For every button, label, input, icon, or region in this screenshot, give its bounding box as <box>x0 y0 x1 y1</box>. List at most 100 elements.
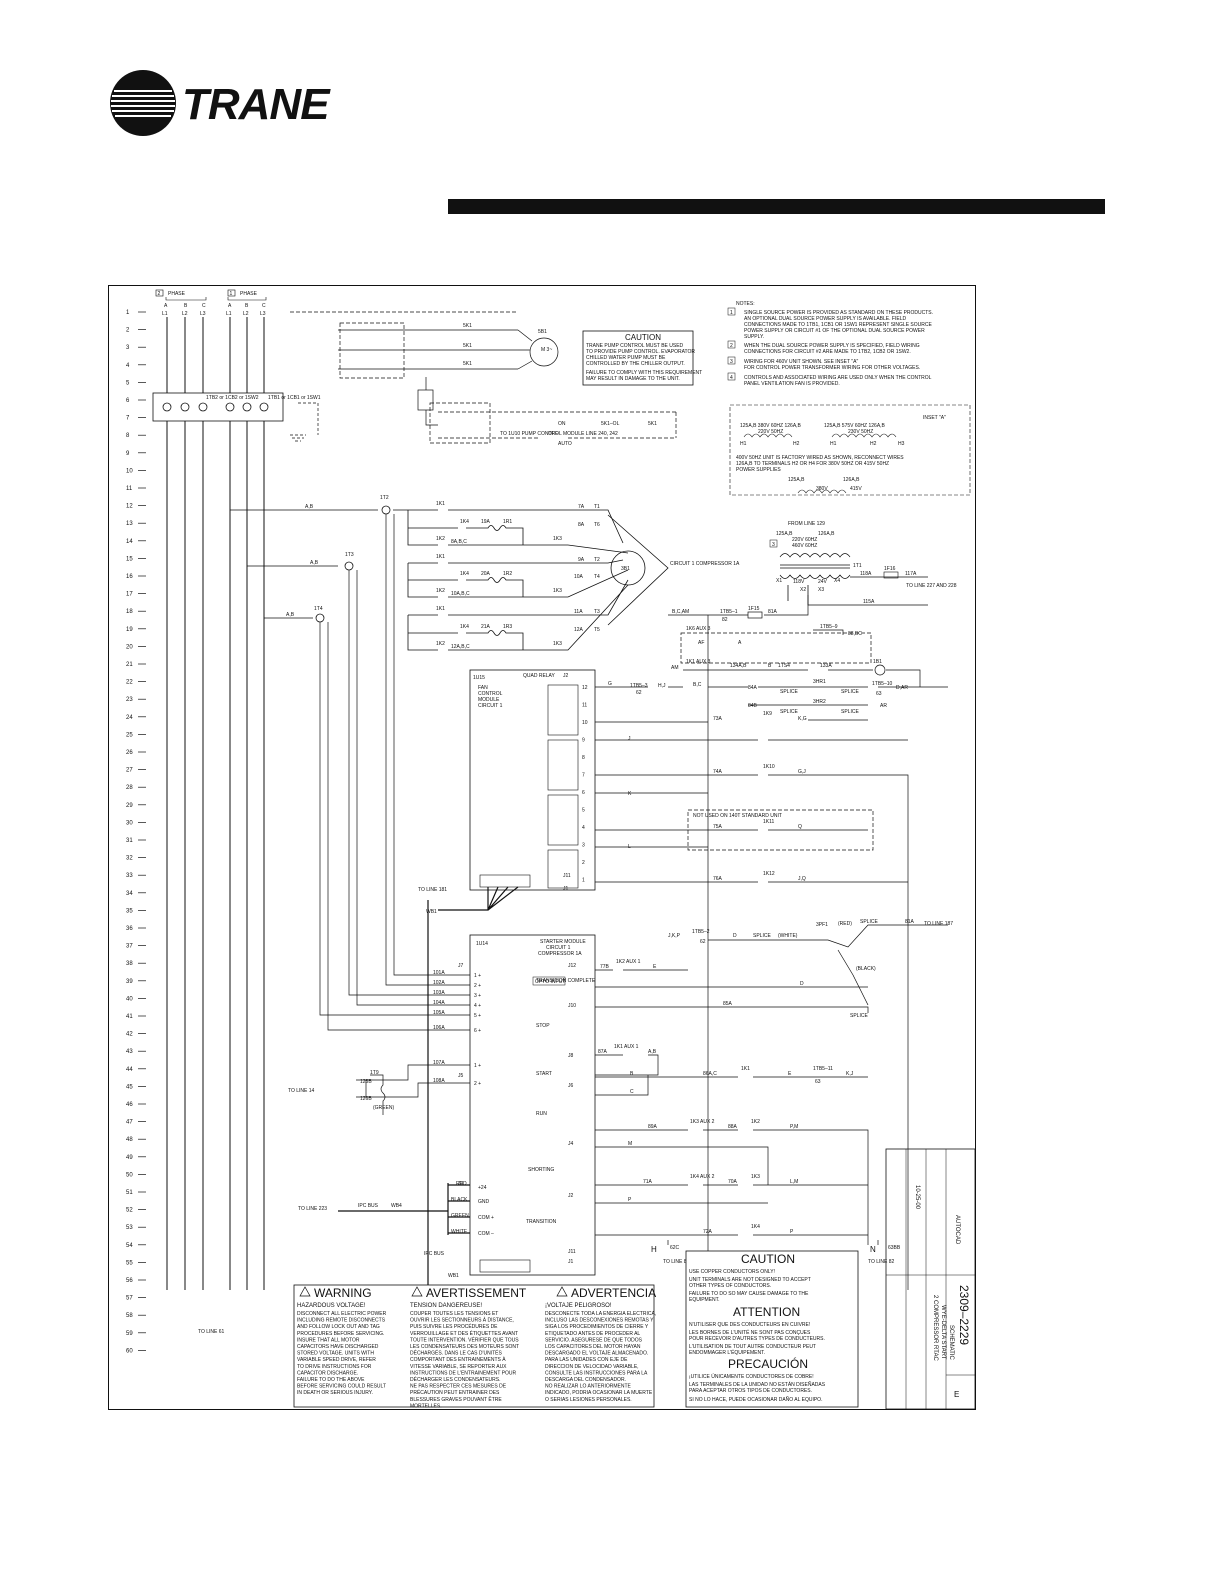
svg-text:G,J: G,J <box>798 769 806 775</box>
svg-text:COM –: COM – <box>478 1231 494 1237</box>
svg-text:82: 82 <box>722 617 728 623</box>
svg-text:C: C <box>202 303 206 309</box>
row-number: 16 <box>126 574 133 580</box>
row-number: 39 <box>126 979 133 985</box>
warning-fr-line: COMPORTANT DES ENTRAINEMENTS À <box>410 1356 506 1363</box>
svg-text:1: 1 <box>230 291 233 297</box>
svg-text:POWER SUPPLY OR CIRCUIT #1 OF: POWER SUPPLY OR CIRCUIT #1 OF THE OPTION… <box>744 328 925 334</box>
svg-text:84A: 84A <box>748 685 758 691</box>
row-number: 38 <box>126 961 133 967</box>
svg-text:GREEN: GREEN <box>451 1213 469 1219</box>
warning-es-line: NO REALIZAR LO ANTERIORMENTE <box>545 1384 632 1390</box>
svg-text:USE COPPER CONDUCTORS ONLY!: USE COPPER CONDUCTORS ONLY! <box>689 1269 775 1275</box>
warning-es-line: O SERIAS LESIONES PERSONALES. <box>545 1397 632 1403</box>
svg-text:GND: GND <box>478 1199 490 1205</box>
svg-text:B: B <box>768 663 772 669</box>
svg-text:380V: 380V <box>816 486 828 492</box>
pump-control <box>290 311 677 444</box>
warning-en-line: BEFORE SERVICING COULD RESULT <box>297 1384 386 1390</box>
svg-text:SPLICE: SPLICE <box>841 689 859 695</box>
svg-text:ENDOMMAGER L'ÉQUIPEMENT.: ENDOMMAGER L'ÉQUIPEMENT. <box>689 1349 765 1356</box>
svg-text:1K2: 1K2 <box>436 536 445 542</box>
starter-input-wire: 101A <box>433 970 445 976</box>
svg-text:133A: 133A <box>820 663 832 669</box>
warning-fr-line: INSTRUCTIONS DE L'ENTRAINEMENT POUR <box>410 1370 517 1376</box>
row-number: 27 <box>126 768 133 774</box>
svg-text:1T1: 1T1 <box>853 563 862 569</box>
svg-text:J4: J4 <box>568 1141 574 1147</box>
warning-fr-line: VERROUILLAGE ET DES ÉTIQUETTES AVANT <box>410 1330 518 1337</box>
row-number: 5 <box>126 380 130 386</box>
starter-input-pin: 1 + <box>474 973 481 979</box>
svg-text:PHASE: PHASE <box>168 291 186 297</box>
warning-es-line: CONSULTE LAS INSTRUCCIONES PARA LA <box>545 1370 648 1376</box>
svg-text:M: M <box>628 1141 632 1147</box>
svg-text:126A,B TO TERMINALS H2 OR H4 F: 126A,B TO TERMINALS H2 OR H4 FOR 380V 50… <box>736 461 889 467</box>
svg-text:SI NO LO HACE, PUEDE OCASIONAR: SI NO LO HACE, PUEDE OCASIONAR DAÑO AL E… <box>689 1396 822 1403</box>
svg-text:3B1: 3B1 <box>621 566 630 572</box>
svg-text:CAUTION: CAUTION <box>741 1252 795 1266</box>
svg-text:J2: J2 <box>568 1193 574 1199</box>
svg-text:21A: 21A <box>481 624 491 630</box>
svg-text:TO 1U10 PUMP CONTROL MODULE LI: TO 1U10 PUMP CONTROL MODULE LINE 240, 24… <box>500 431 618 437</box>
starter-input-wire: 105A <box>433 1010 445 1016</box>
quad-relay-pin: 7 <box>582 773 585 779</box>
quad-relay-pin: 11 <box>582 703 587 709</box>
svg-text:1K11: 1K11 <box>763 819 775 825</box>
warning-es-line: DESCARGADO EL VOLTAJE ALMACENADO. <box>545 1351 648 1357</box>
svg-text:A: A <box>738 640 742 646</box>
svg-text:J7: J7 <box>458 963 464 969</box>
svg-text:1K4: 1K4 <box>460 519 469 525</box>
starter-input-wire: 108A <box>433 1078 445 1084</box>
quad-relay-pin: 4 <box>582 825 585 831</box>
svg-text:230V 50HZ: 230V 50HZ <box>848 429 873 435</box>
warning-fr-line: LES CONDENSATEURS DES MOTEURS SONT <box>410 1344 519 1350</box>
svg-text:(WHITE): (WHITE) <box>778 933 798 939</box>
svg-text:FOR CONTROL POWER TRANSFORMER: FOR CONTROL POWER TRANSFORMER WIRING FOR… <box>744 365 920 371</box>
row-number: 18 <box>126 609 133 615</box>
svg-text:88,BC: 88,BC <box>848 631 862 637</box>
svg-text:AM: AM <box>671 665 679 671</box>
svg-text:MODULE: MODULE <box>478 697 500 703</box>
power-entry: 2 PHASE 1 PHASE A B C A B C L1 L2 L3 L1 … <box>152 289 321 1335</box>
svg-text:B,C: B,C <box>693 682 702 688</box>
svg-text:1K9: 1K9 <box>763 711 772 717</box>
quad-relay-pin: 6 <box>582 790 585 796</box>
pump-labels: 5K1 5K1 5K1 5B1 M 3~ TO 1U10 PUMP CONTRO… <box>463 323 657 447</box>
svg-text:75A: 75A <box>713 824 723 830</box>
svg-text:X2: X2 <box>800 587 806 593</box>
svg-text:CONTROL: CONTROL <box>478 691 503 697</box>
row-number: 15 <box>126 556 133 562</box>
svg-text:TO PROVIDE PUMP CONTROL. EVAPO: TO PROVIDE PUMP CONTROL. EVAPORATOR <box>586 349 695 355</box>
svg-text:STARTER MODULE: STARTER MODULE <box>540 939 586 945</box>
warning-en-line: STORED VOLTAGE. UNITS WITH <box>297 1351 374 1357</box>
wiring-schematic: 1234567891011121314151617181920212223242… <box>108 285 976 1410</box>
svg-text:81A: 81A <box>768 609 778 615</box>
svg-text:M 3~: M 3~ <box>541 347 552 353</box>
warning-fr-line: DÉCHARGER LES CONDENSATEURS. <box>410 1376 500 1383</box>
fan-labels: B,C,AM 1TB5–1 82 1F15 81A 1TB5–9 88,BC 1… <box>671 606 908 715</box>
svg-text:2309–2229: 2309–2229 <box>957 1285 971 1345</box>
svg-text:115A: 115A <box>863 599 875 605</box>
svg-text:POWER SUPPLIES: POWER SUPPLIES <box>736 467 781 473</box>
svg-text:LAS TERMINALES DE LA UNIDAD NO: LAS TERMINALES DE LA UNIDAD NO ESTÁN DIS… <box>689 1381 826 1388</box>
svg-text:CIRCUIT 1: CIRCUIT 1 <box>546 945 571 951</box>
title-block: 2309–2229 SCHEMATIC 2 COMPRESSOR RTAC WY… <box>885 1148 976 1410</box>
svg-text:1TB2 or 1CB2 or 1SW2: 1TB2 or 1CB2 or 1SW2 <box>206 395 259 401</box>
svg-text:1T3: 1T3 <box>345 552 354 558</box>
starter-input-pin: 2 + <box>474 1081 481 1087</box>
row-number: 41 <box>126 1014 133 1020</box>
svg-text:A: A <box>164 303 168 309</box>
row-number: 49 <box>126 1155 133 1161</box>
warning-en-line: DISCONNECT ALL ELECTRIC POWER <box>297 1311 387 1317</box>
svg-text:415V: 415V <box>850 486 862 492</box>
starter-input-wire: 104A <box>433 1000 445 1006</box>
svg-text:1T9: 1T9 <box>370 1070 379 1076</box>
svg-text:X4: X4 <box>834 578 840 584</box>
svg-text:AR: AR <box>880 703 887 709</box>
svg-text:1K1: 1K1 <box>436 501 445 507</box>
svg-text:START: START <box>536 1071 552 1077</box>
warning-es-line: ETIQUETADO ANTES DE PROCEDER AL <box>545 1331 640 1337</box>
warning-en-line: CAPACITOR DISCHARGE. <box>297 1370 358 1376</box>
row-number: 55 <box>126 1260 133 1266</box>
